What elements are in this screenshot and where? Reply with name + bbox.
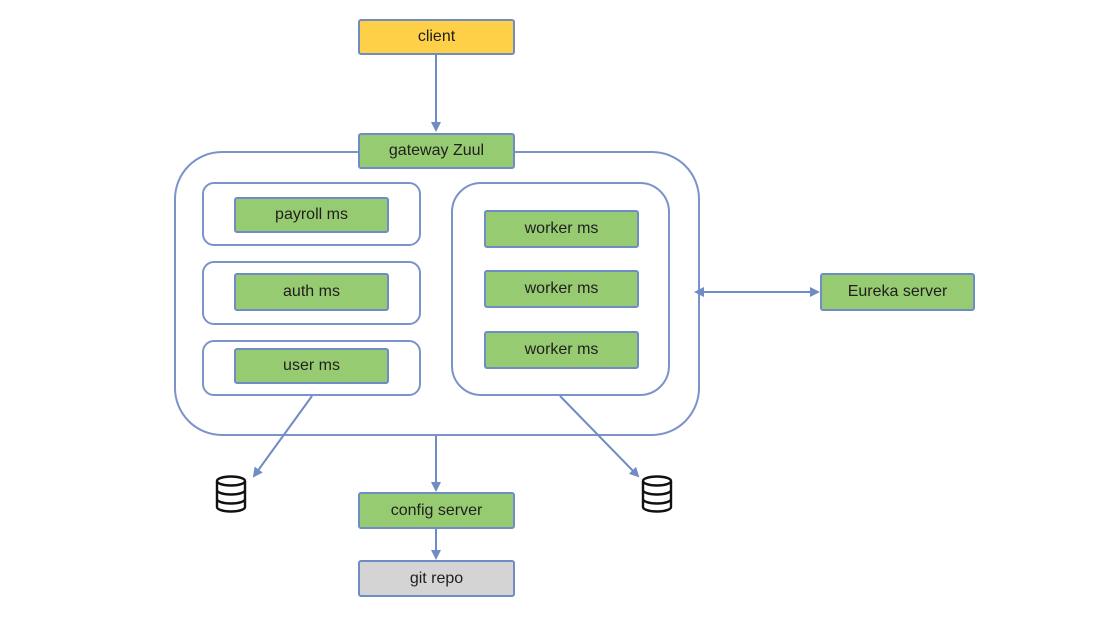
database-icon (215, 475, 247, 513)
worker-ms-node[interactable]: worker ms (484, 210, 639, 248)
worker-ms-node[interactable]: worker ms (484, 331, 639, 369)
git-repo-node[interactable]: git repo (358, 560, 515, 597)
user-ms-node[interactable]: user ms (234, 348, 389, 384)
eureka-server-node[interactable]: Eureka server (820, 273, 975, 311)
config-server-node[interactable]: config server (358, 492, 515, 529)
database-icon (641, 475, 673, 513)
payroll-ms-node[interactable]: payroll ms (234, 197, 389, 233)
worker-ms-node[interactable]: worker ms (484, 270, 639, 308)
client-node[interactable]: client (358, 19, 515, 55)
worker-to-database-arrow (559, 395, 640, 478)
user-to-database-arrow (252, 395, 313, 478)
gateway-node[interactable]: gateway Zuul (358, 133, 515, 169)
auth-ms-node[interactable]: auth ms (234, 273, 389, 311)
